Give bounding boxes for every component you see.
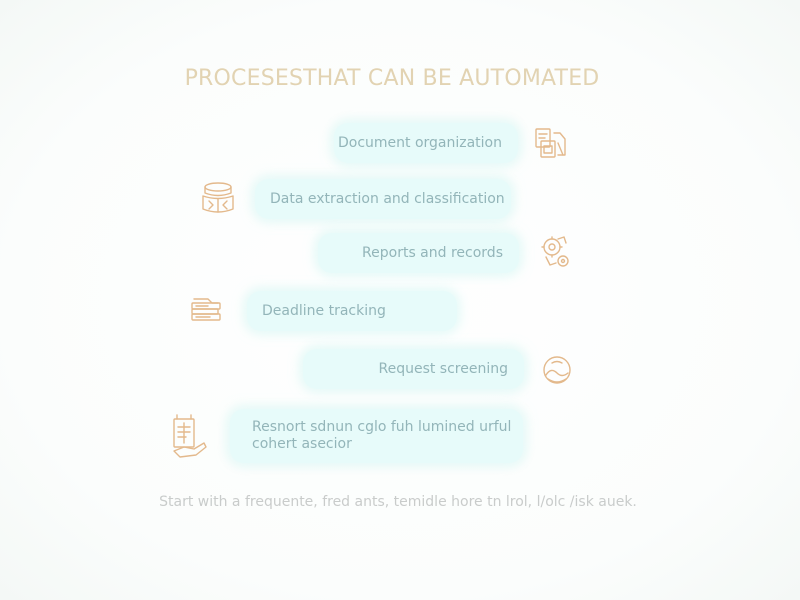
item-label: Deadline tracking [262, 303, 386, 319]
item-label-line1: Resnort sdnun cglo fuh lumined urful [252, 419, 512, 435]
item-label-line2: cohert asecior [252, 436, 352, 452]
item-label: Data extraction and classification [270, 191, 505, 207]
item-request-screening: Request screening [303, 349, 524, 389]
footer-note: Start with a frequente, fred ants, temid… [159, 494, 637, 510]
gears-report-icon [538, 233, 576, 271]
item-label: Document organization [337, 135, 502, 151]
folder-documents-icon [532, 123, 570, 161]
document-hand-icon [168, 413, 212, 461]
item-reports-records: Reports and records [318, 233, 519, 273]
item-document-organization: Document organization [334, 123, 518, 163]
item-deadline-tracking: Deadline tracking [247, 291, 457, 331]
page-title: PROCESESTHAT CAN BE AUTOMATED [184, 66, 600, 91]
item-label: Reports and records [362, 245, 503, 261]
box-sort-icon [199, 179, 237, 217]
file-stack-icon [188, 291, 226, 329]
item-label: Request screening [378, 361, 508, 377]
item-other-processes: Resnort sdnun cglo fuh lumined urful coh… [230, 409, 523, 463]
item-data-extraction: Data extraction and classification [255, 179, 511, 219]
screening-globe-icon [538, 351, 576, 389]
